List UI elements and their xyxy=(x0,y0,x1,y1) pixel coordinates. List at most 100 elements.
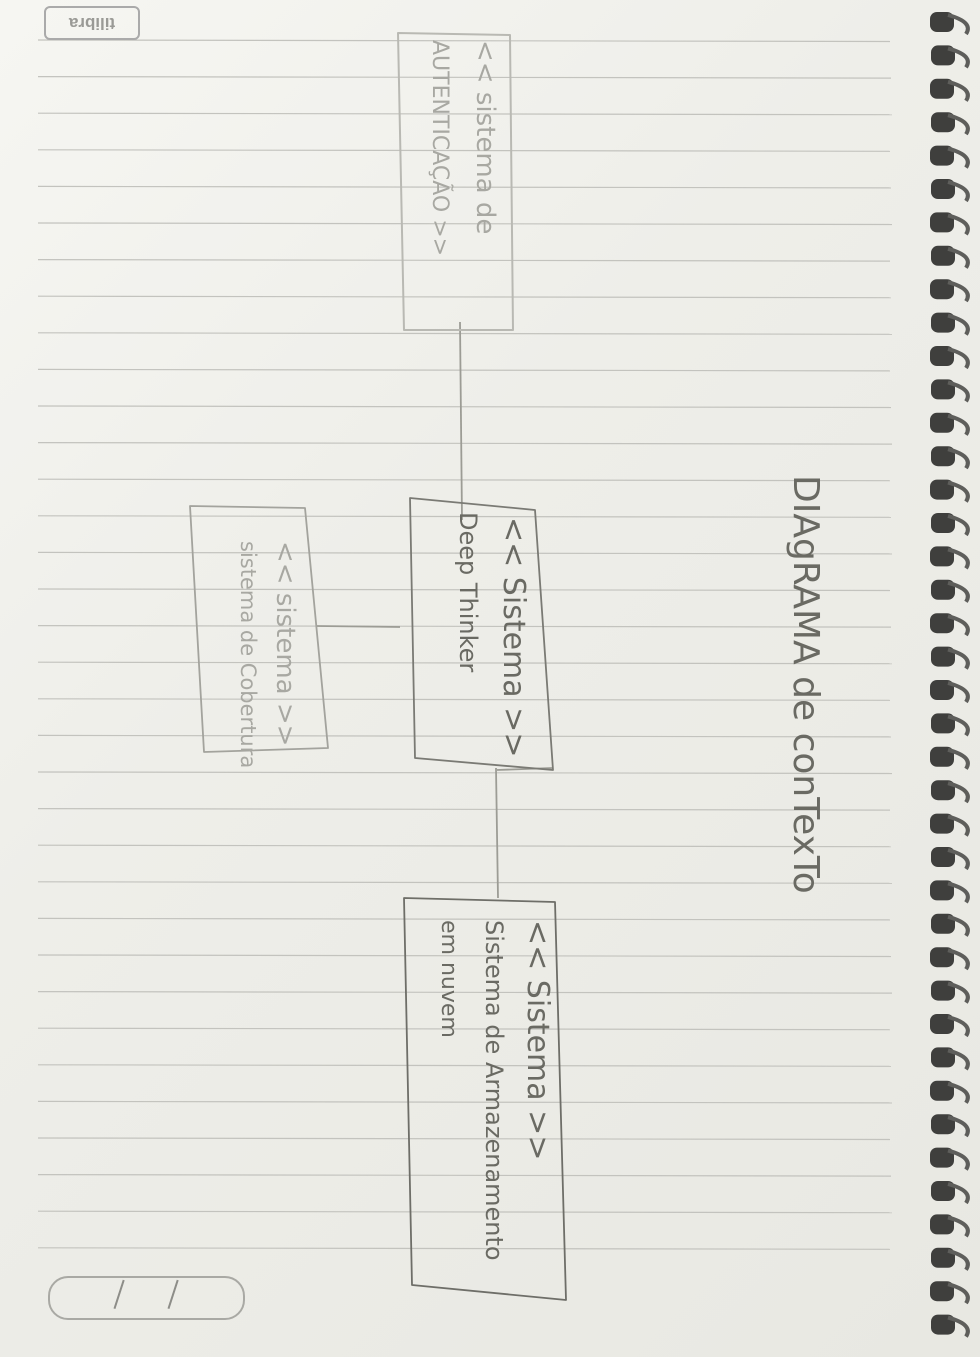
rule-line xyxy=(37,844,892,848)
connector-core-cloud-a xyxy=(495,767,499,899)
spiral-ring xyxy=(947,46,970,69)
spiral-ring xyxy=(947,714,970,737)
spiral-ring xyxy=(947,480,970,503)
spiral-ring xyxy=(947,848,970,871)
rule-line xyxy=(37,1247,891,1250)
node-auth-name: AUTENTICAÇÃO >> xyxy=(427,40,454,256)
node-cloud-name-line2: em nuvem xyxy=(436,920,461,1038)
spiral-ring xyxy=(947,1315,970,1338)
spiral-ring xyxy=(947,113,970,136)
rule-line xyxy=(37,771,893,775)
spiral-ring xyxy=(947,280,970,303)
rule-line xyxy=(37,1064,892,1067)
rule-line xyxy=(37,551,893,555)
rule-line xyxy=(37,442,893,445)
spiral-ring xyxy=(947,246,970,269)
node-cloud-box xyxy=(403,897,567,1301)
rule-line xyxy=(37,405,892,409)
rule-line xyxy=(37,75,892,79)
spiral-ring xyxy=(947,1182,970,1205)
spiral-ring xyxy=(947,313,970,336)
rule-line xyxy=(37,661,893,665)
rule-line xyxy=(37,1027,891,1031)
spiral-ring xyxy=(947,79,970,102)
rule-line xyxy=(37,1210,893,1214)
spiral-ring xyxy=(947,814,970,837)
rule-line xyxy=(37,1100,893,1104)
spiral-ring xyxy=(947,614,970,637)
rule-line xyxy=(37,990,893,994)
rule-line xyxy=(37,624,892,628)
spiral-ring xyxy=(947,1048,970,1071)
rule-line xyxy=(37,515,892,518)
spiral-ring xyxy=(947,1282,970,1305)
rule-line xyxy=(37,954,892,958)
spiral-ring xyxy=(947,1248,970,1271)
rule-line xyxy=(37,1173,892,1177)
rule-line xyxy=(37,295,892,299)
spiral-ring xyxy=(947,213,970,236)
spiral-ring xyxy=(947,948,970,971)
node-coverage: << sistema >> sistema de Cobertura xyxy=(236,541,300,768)
spiral-ring xyxy=(947,347,970,370)
spiral-ring xyxy=(947,514,970,537)
rule-line xyxy=(37,807,891,811)
connector-auth-core xyxy=(459,321,463,521)
spiral-ring xyxy=(947,180,970,203)
node-coverage-box xyxy=(189,505,329,753)
spiral-ring xyxy=(947,580,970,603)
rule-line xyxy=(37,259,891,262)
node-core-stereotype: << Sistema >> xyxy=(496,517,531,757)
rule-line xyxy=(37,588,891,592)
node-core-name: Deep Thinker xyxy=(454,512,482,672)
rule-line xyxy=(37,222,893,226)
spiral-ring xyxy=(947,1215,970,1238)
spiral-ring xyxy=(947,447,970,470)
rule-line xyxy=(37,881,893,884)
rule-line xyxy=(37,332,893,335)
node-core: << Sistema >> Deep Thinker xyxy=(454,512,531,757)
spiral-ring xyxy=(947,146,970,169)
spiral-ring xyxy=(947,881,970,904)
spiral-ring xyxy=(947,1081,970,1104)
connector-core-coverage xyxy=(316,625,401,628)
diagram-title: DIAgRAMA de conTexTo xyxy=(785,475,826,894)
spiral-ring xyxy=(947,380,970,403)
node-core-box xyxy=(409,497,554,771)
node-auth: << sistema de AUTENTICAÇÃO >> xyxy=(427,40,500,256)
node-coverage-name: sistema de Cobertura xyxy=(236,541,260,768)
spiral-ring xyxy=(947,1015,970,1038)
node-coverage-stereotype: << sistema >> xyxy=(270,541,300,746)
node-cloud-name: Sistema de Armazenamento xyxy=(480,920,508,1261)
spiral-ring xyxy=(947,981,970,1004)
spiral-ring xyxy=(947,1115,970,1138)
node-auth-box xyxy=(397,32,514,331)
rule-line xyxy=(37,478,891,482)
rule-line xyxy=(37,917,891,921)
spiral-ring xyxy=(947,914,970,937)
spiral-binding xyxy=(930,12,970,1338)
spiral-ring xyxy=(947,547,970,570)
spiral-ring xyxy=(947,781,970,804)
date-field[interactable] xyxy=(48,1276,245,1320)
node-auth-stereotype: << sistema de xyxy=(470,40,500,234)
rule-line xyxy=(37,185,892,189)
rule-line xyxy=(37,734,892,738)
spiral-ring xyxy=(947,681,970,704)
spiral-ring xyxy=(947,647,970,670)
spiral-ring xyxy=(947,413,970,436)
spiral-ring xyxy=(947,13,970,36)
spiral-ring xyxy=(947,1148,970,1171)
node-cloud-stereotype: << Sistema >> xyxy=(520,920,555,1160)
spiral-ring xyxy=(947,747,970,770)
rule-line xyxy=(37,149,891,152)
rule-line xyxy=(37,1137,891,1141)
diagram-title-group: DIAgRAMA de conTexTo xyxy=(785,475,826,894)
rule-line xyxy=(37,698,891,701)
node-cloud: << Sistema >> Sistema de Armazenamento e… xyxy=(436,920,555,1261)
rule-line xyxy=(37,39,891,43)
rule-line xyxy=(37,368,891,372)
